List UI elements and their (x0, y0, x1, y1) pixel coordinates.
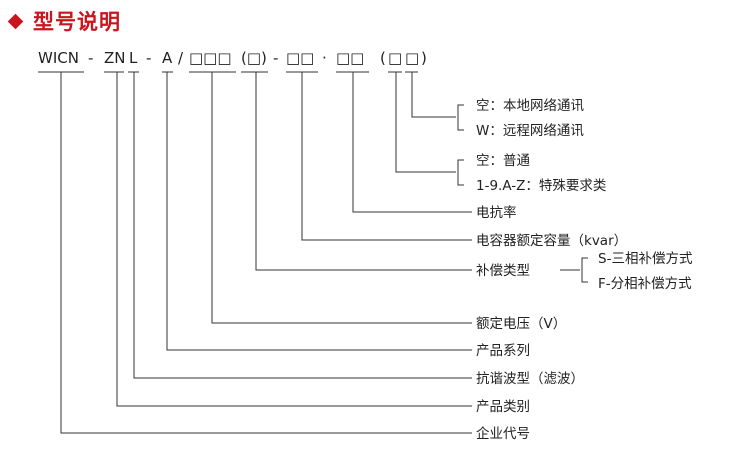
leader-filter (133, 72, 472, 379)
label-comp-s: S-三相补偿方式 (598, 251, 693, 267)
code-dash-1: - (88, 49, 93, 67)
code-comp-type: (□) (241, 49, 267, 67)
leader-comp-type (255, 72, 472, 271)
code-reactance: □□ (336, 49, 364, 67)
bracket-comm (457, 104, 464, 131)
code-slash: / (178, 49, 184, 67)
label-spec-special: 1-9.A-Z：特殊要求类 (476, 178, 606, 194)
leader-comm (411, 72, 456, 118)
code-comm: □ (405, 49, 419, 67)
section-title: 型号说明 (33, 10, 121, 34)
label-comp-type: 补偿类型 (476, 263, 530, 279)
label-series: 产品系列 (476, 343, 530, 359)
label-filter-type: 抗谐波型（滤波） (476, 371, 584, 387)
label-voltage: 额定电压（V） (476, 316, 566, 332)
code-comm-open: ( (380, 49, 386, 67)
leader-category (116, 72, 472, 407)
leader-reactance (352, 72, 472, 213)
code-company: WICN (38, 49, 79, 67)
bracket-comp-type (581, 257, 588, 283)
label-reactance: 电抗率 (476, 204, 517, 221)
code-dash-3: - (273, 49, 278, 67)
code-capacity: □□ (286, 49, 314, 67)
leader-voltage (211, 72, 472, 324)
label-comm-remote: W：远程网络通讯 (476, 123, 584, 139)
leader-company (60, 72, 472, 434)
label-spec-normal: 空：普通 (476, 153, 530, 169)
code-dash-2: - (146, 49, 151, 67)
code-category: ZN (104, 49, 126, 67)
section-header: 型号说明 (6, 4, 121, 38)
label-category: 产品类别 (476, 399, 530, 415)
code-spec: □ (388, 49, 402, 67)
leader-spec (395, 72, 456, 173)
code-voltage: □□□ (189, 49, 232, 67)
bracket-spec (457, 159, 464, 186)
description-labels: 空：本地网络通讯 W：远程网络通讯 空：普通 1-9.A-Z：特殊要求类 电抗率… (476, 98, 693, 442)
code-dot: · (322, 49, 327, 67)
label-comm-local: 空：本地网络通讯 (476, 98, 584, 114)
code-series: A (162, 49, 173, 67)
leader-lines (60, 72, 588, 434)
leader-series (166, 72, 472, 351)
label-capacity: 电容器额定容量（kvar） (476, 232, 627, 249)
leader-capacity (301, 72, 472, 241)
code-comm-close: ) (421, 49, 427, 67)
model-code: WICN - ZN L - A / □□□ (□) - □□ · □□ ( □ … (38, 49, 427, 67)
label-comp-f: F-分相补偿方式 (598, 276, 692, 292)
label-company: 企业代号 (476, 425, 530, 442)
code-filter: L (129, 49, 138, 67)
